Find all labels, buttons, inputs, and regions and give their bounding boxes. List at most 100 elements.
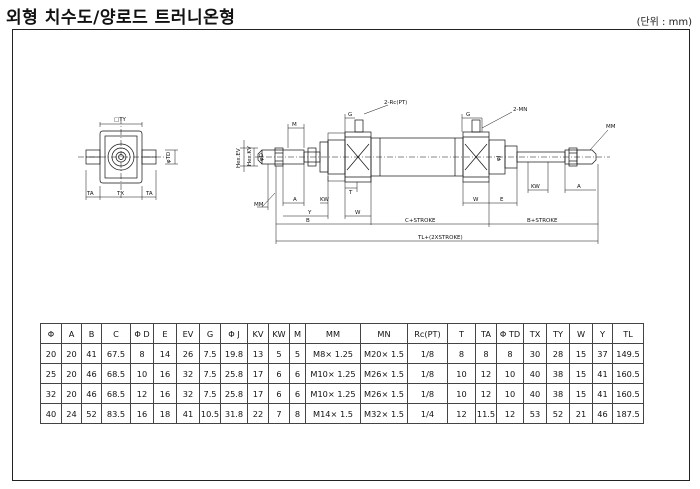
table-cell: 40 (523, 363, 547, 384)
table-cell: 10 (447, 363, 476, 384)
table-cell: 7.5 (199, 383, 221, 404)
table-cell: 41 (592, 383, 613, 404)
label-ty: □TY (114, 117, 127, 123)
table-cell: M20× 1.5 (360, 343, 408, 364)
table-cell: 8 (289, 403, 306, 424)
table-cell: 7 (268, 403, 290, 424)
table-header-row: Φ A B C Φ D E EV G Φ J KV KW M MM MN Rc(… (40, 323, 644, 344)
label-mm-right: MM (606, 124, 616, 130)
table-cell: 5 (289, 343, 306, 364)
table-cell: 38 (546, 383, 570, 404)
header-cell: MN (360, 323, 408, 344)
table-cell: 83.5 (101, 403, 131, 424)
table-cell: 52 (546, 403, 570, 424)
table-cell: 8 (475, 343, 497, 364)
label-mm-left: MM (254, 202, 264, 208)
table-cell: 68.5 (101, 363, 131, 384)
label-ta-left: TA (86, 191, 94, 197)
header-cell: KV (247, 323, 269, 344)
header-cell: TA (475, 323, 497, 344)
label-b-left: B (306, 218, 310, 224)
table-row: 20 20 41 67.5 8 14 26 7.5 19.8 13 5 5 M8… (40, 343, 644, 364)
table-cell: 38 (546, 363, 570, 384)
table-cell: M14× 1.5 (305, 403, 361, 424)
label-tx: TX (116, 191, 124, 197)
table-cell: 46 (592, 403, 613, 424)
header-cell: T (447, 323, 476, 344)
table-cell: 5 (268, 343, 290, 364)
table-cell: 11.5 (475, 403, 497, 424)
table-cell: 41 (176, 403, 200, 424)
header-cell: Y (592, 323, 613, 344)
table-cell: M32× 1.5 (360, 403, 408, 424)
table-cell: 32 (40, 383, 62, 404)
dimension-lines (240, 104, 609, 244)
table-cell: 12 (130, 383, 154, 404)
table-cell: 160.5 (612, 363, 644, 384)
table-cell: 46 (81, 383, 102, 404)
table-cell: 20 (40, 343, 62, 364)
table-cell: 7.5 (199, 343, 221, 364)
table-cell: 6 (268, 363, 290, 384)
header-cell: TY (546, 323, 570, 344)
table-cell: 41 (81, 343, 102, 364)
header-cell: Φ J (220, 323, 248, 344)
label-a-left: A (293, 197, 297, 203)
table-cell: 52 (81, 403, 102, 424)
header-cell: MM (305, 323, 361, 344)
table-cell: 160.5 (612, 383, 644, 404)
table-cell: 12 (447, 403, 476, 424)
table-cell: 15 (569, 343, 593, 364)
header-cell: Φ TD (496, 323, 524, 344)
table-cell: 1/8 (407, 363, 448, 384)
drawing-frame (12, 29, 690, 481)
table-cell: 53 (523, 403, 547, 424)
label-g-left: G (348, 112, 352, 118)
table-cell: 8 (130, 343, 154, 364)
table-cell: 8 (496, 343, 524, 364)
end-view (78, 118, 178, 200)
table-cell: 25.8 (220, 383, 248, 404)
table-cell: 16 (153, 363, 177, 384)
label-w-right: W (473, 197, 479, 203)
label-a-right: A (577, 184, 581, 190)
table-cell: 40 (40, 403, 62, 424)
label-e: E (500, 197, 504, 203)
page-title: 외형 치수도/양로드 트러니온형 (6, 8, 236, 28)
label-kw-left: KW (320, 197, 329, 203)
table-cell: 68.5 (101, 383, 131, 404)
table-cell: 14 (153, 343, 177, 364)
side-view (255, 119, 610, 183)
header-cell: E (153, 323, 177, 344)
header-cell: Rc(PT) (407, 323, 448, 344)
table-cell: 32 (176, 363, 200, 384)
label-g-right: G (466, 112, 470, 118)
table-cell: 15 (569, 383, 593, 404)
table-cell: 16 (153, 383, 177, 404)
table-cell: 28 (546, 343, 570, 364)
table-cell: M10× 1.25 (305, 363, 361, 384)
label-c-stroke: C+STROKE (405, 218, 436, 224)
table-cell: 20 (61, 383, 82, 404)
label-mn: 2-MN (513, 107, 527, 113)
label-w-left: W (355, 210, 361, 216)
table-cell: M26× 1.5 (360, 363, 408, 384)
table-cell: 25.8 (220, 363, 248, 384)
label-m: M (292, 122, 297, 128)
table-cell: 32 (176, 383, 200, 404)
label-kw-right: KW (531, 184, 540, 190)
table-cell: 7.5 (199, 363, 221, 384)
table-cell: 8 (447, 343, 476, 364)
label-tl: TL+(2XSTROKE) (417, 235, 463, 241)
header-cell: C (101, 323, 131, 344)
header-cell: Φ (40, 323, 62, 344)
table-cell: M26× 1.5 (360, 383, 408, 404)
table-cell: 16 (130, 403, 154, 424)
header-cell: Φ D (130, 323, 154, 344)
table-cell: 46 (81, 363, 102, 384)
unit-label: (단위 : mm) (636, 17, 692, 28)
header-cell: A (61, 323, 82, 344)
table-row: 25 20 46 68.5 10 16 32 7.5 25.8 17 6 6 M… (40, 363, 644, 384)
table-cell: 17 (247, 363, 269, 384)
